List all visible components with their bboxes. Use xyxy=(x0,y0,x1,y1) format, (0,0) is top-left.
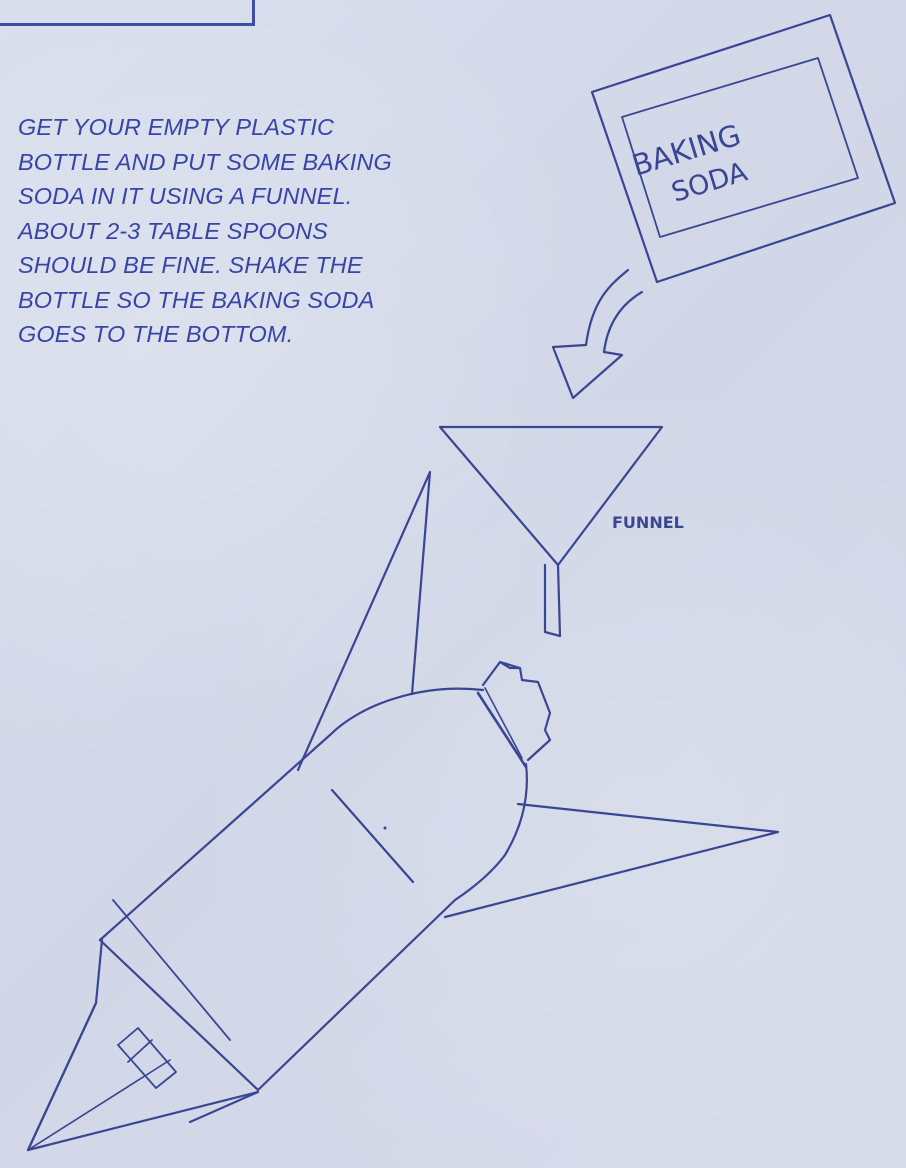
baking-soda-box: BAKING SODA xyxy=(592,15,895,282)
bottle-body xyxy=(100,735,455,1090)
rocket-right-fin xyxy=(445,804,778,917)
funnel-icon: FUNNEL xyxy=(440,427,684,636)
rocket-nose-cone xyxy=(28,940,258,1150)
bottle-cap xyxy=(478,662,550,767)
pour-arrow-icon xyxy=(553,270,642,398)
funnel-label: FUNNEL xyxy=(612,513,684,532)
pencil-dot xyxy=(384,827,387,830)
rocket-top-fin xyxy=(298,472,430,770)
bottle-shoulder xyxy=(330,689,527,900)
